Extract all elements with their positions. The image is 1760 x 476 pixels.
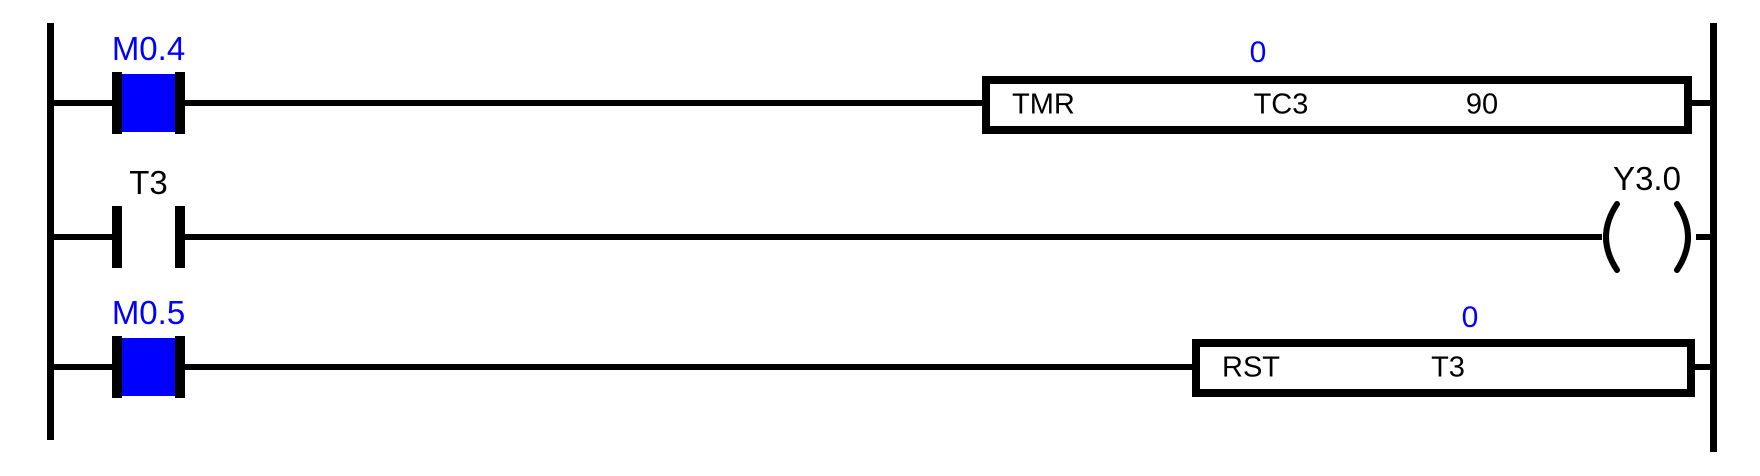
output-coil-y30[interactable]: Y3.0 (1590, 160, 1704, 274)
reset-current-value: 0 (1461, 301, 1479, 334)
instruction-preset: 90 (1465, 88, 1499, 121)
rung3-wire-middle (180, 364, 1196, 370)
rung3-wire-right (1693, 364, 1717, 370)
timer-current-value: 0 (1249, 36, 1267, 69)
contact-t3[interactable]: T3 (112, 164, 185, 268)
contact-m04[interactable]: M0.4 (112, 30, 185, 134)
contact-bar-icon (112, 72, 122, 134)
instruction-opcode: TMR (1012, 88, 1075, 121)
instruction-opcode: RST (1222, 351, 1280, 384)
rung3-wire-left (50, 364, 118, 370)
contact-bar-icon (112, 336, 122, 398)
timer-instruction-box[interactable]: TMR TC3 90 (982, 76, 1692, 134)
contact-bar-icon (112, 206, 122, 268)
rung2-wire-right (1696, 234, 1717, 240)
rung2-wire-middle (180, 234, 1602, 240)
coil-parentheses-icon (1603, 201, 1691, 273)
energized-fill (122, 74, 175, 132)
contact-m05[interactable]: M0.5 (112, 294, 185, 398)
rung2-wire-left (50, 234, 118, 240)
rung1-wire-middle (180, 100, 986, 106)
left-power-rail (47, 23, 54, 440)
contact-label: T3 (129, 164, 168, 201)
rung1-wire-left (50, 100, 118, 106)
instruction-operand: T3 (1431, 351, 1465, 384)
energized-fill (122, 338, 175, 396)
rung1-wire-right (1690, 100, 1712, 106)
reset-instruction-box[interactable]: RST T3 (1192, 339, 1695, 397)
coil-label: Y3.0 (1613, 160, 1681, 197)
contact-label: M0.5 (111, 294, 186, 331)
contact-label: M0.4 (111, 30, 186, 67)
instruction-operand: TC3 (1253, 88, 1309, 121)
